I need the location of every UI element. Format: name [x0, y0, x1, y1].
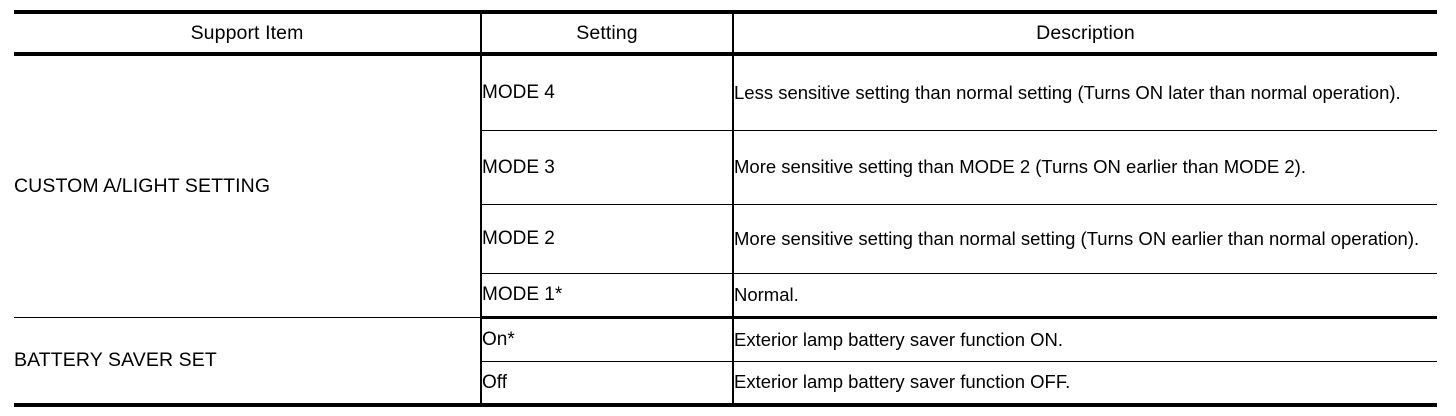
table-row: Off Exterior lamp battery saver function… — [14, 361, 1437, 407]
setting-value-off: Off — [480, 361, 733, 407]
support-item-battery-saver-set: BATTERY SAVER SET — [14, 317, 481, 407]
table-body: CUSTOM A/LIGHT SETTING MODE 4 Less sensi… — [14, 54, 1437, 407]
table-row: MODE 3 More sensitive setting than MODE … — [14, 130, 1437, 205]
description-mode-4: Less sensitive setting than normal setti… — [732, 54, 1437, 131]
table-row: CUSTOM A/LIGHT SETTING MODE 4 Less sensi… — [14, 54, 1437, 318]
support-item-settings-table: Support Item Setting Description CUSTOM … — [14, 10, 1437, 407]
column-header-description: Description — [732, 10, 1437, 56]
description-on: Exterior lamp battery saver function ON. — [732, 317, 1437, 362]
description-mode-1: Normal. — [732, 273, 1437, 319]
column-header-support-item: Support Item — [14, 10, 481, 56]
table-row: MODE 1* Normal. — [14, 273, 1437, 319]
description-mode-2: More sensitive setting than normal setti… — [732, 204, 1437, 274]
setting-value-mode-1: MODE 1* — [480, 273, 733, 319]
column-header-setting: Setting — [480, 10, 733, 56]
table-header: Support Item Setting Description — [14, 10, 1437, 56]
setting-value-on: On* — [480, 317, 733, 362]
support-item-custom-a-light-setting: CUSTOM A/LIGHT SETTING — [14, 54, 481, 318]
setting-value-mode-4: MODE 4 — [480, 54, 733, 131]
setting-value-mode-2: MODE 2 — [480, 204, 733, 274]
table-row: MODE 2 More sensitive setting than norma… — [14, 204, 1437, 274]
description-mode-3: More sensitive setting than MODE 2 (Turn… — [732, 130, 1437, 205]
setting-value-mode-3: MODE 3 — [480, 130, 733, 205]
table-row: BATTERY SAVER SET On* Exterior lamp batt… — [14, 317, 1437, 407]
description-off: Exterior lamp battery saver function OFF… — [732, 361, 1437, 407]
table-header-row: Support Item Setting Description — [14, 10, 1437, 56]
